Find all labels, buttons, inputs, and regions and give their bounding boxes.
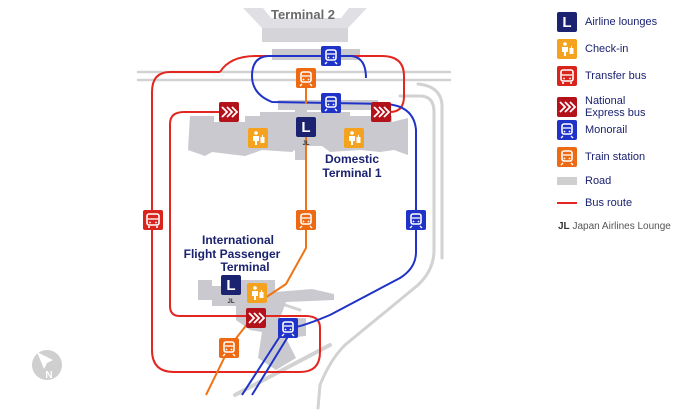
roads xyxy=(136,70,452,410)
legend-item-transfer-bus: Transfer bus xyxy=(556,66,646,86)
bus-routes xyxy=(151,55,405,373)
monorail-icon xyxy=(406,210,426,230)
legend-label: Check-in xyxy=(585,43,629,55)
compass-label: N xyxy=(45,370,52,381)
svg-text:L: L xyxy=(562,14,571,31)
legend-note-code: JL xyxy=(558,221,570,232)
national-express-bus-icon xyxy=(246,308,266,328)
express-bus-icon xyxy=(557,97,577,117)
check-in-icon xyxy=(344,128,364,148)
legend-label: Airline lounges xyxy=(585,16,658,28)
legend-note: JL Japan Airlines Lounge xyxy=(558,221,686,232)
legend-item-monorail: Monorail xyxy=(556,120,627,140)
legend-item-road: Road xyxy=(556,171,611,191)
legend-note-text: Japan Airlines Lounge xyxy=(572,221,671,232)
lounge-icon: L xyxy=(557,12,577,32)
legend-label: Bus route xyxy=(585,197,633,209)
terminal-2-building xyxy=(243,8,367,60)
train-station-icon xyxy=(296,68,316,88)
jl-lounge-code: JL xyxy=(302,141,309,147)
monorail-icon xyxy=(557,120,577,140)
national-express-bus-icon xyxy=(219,102,239,122)
terminal-2-label: Terminal 2 xyxy=(271,7,335,22)
international-terminal-label-line1: International xyxy=(202,233,274,247)
legend-label: Road xyxy=(585,175,612,187)
svg-text:L: L xyxy=(226,277,235,294)
international-terminal-label-line3: Terminal xyxy=(220,260,269,274)
train-station-icon xyxy=(219,338,239,358)
legend-item-check-in: Check-in xyxy=(556,39,628,59)
legend-label: Transfer bus xyxy=(585,70,647,82)
airline-lounge-icon: L xyxy=(296,117,316,137)
train-station-icon xyxy=(557,147,577,167)
legend-item-bus-route: Bus route xyxy=(556,193,632,213)
legend-item-train-station: Train station xyxy=(556,147,645,167)
domestic-terminal-label-line2: Terminal 1 xyxy=(322,166,381,180)
monorail-icon xyxy=(321,46,341,66)
check-in-icon xyxy=(248,128,268,148)
monorail-line xyxy=(241,55,417,396)
bus-route-swatch xyxy=(557,202,577,204)
check-in-icon xyxy=(247,283,267,303)
svg-text:L: L xyxy=(301,119,310,136)
check-in-icon xyxy=(557,39,577,59)
legend-label: National Express bus xyxy=(585,95,646,119)
road-swatch xyxy=(557,177,577,185)
domestic-terminal-label-line1: Domestic xyxy=(325,152,379,166)
bus-icon xyxy=(557,66,577,86)
transfer-bus-icon xyxy=(143,210,163,230)
compass-icon: N xyxy=(32,350,62,381)
legend-label: Monorail xyxy=(585,124,628,136)
train-station-icon xyxy=(296,210,316,230)
legend-item-airline-lounges: L Airline lounges xyxy=(556,12,657,32)
national-express-bus-icon xyxy=(371,102,391,122)
legend-label: Train station xyxy=(585,151,646,163)
monorail-icon xyxy=(321,93,341,113)
legend-item-national-express-bus: National Express bus xyxy=(556,94,665,120)
international-terminal-label-line2: Flight Passenger xyxy=(184,247,281,261)
airline-lounge-icon: L xyxy=(221,275,241,295)
monorail-icon xyxy=(278,318,298,338)
jl-lounge-code: JL xyxy=(227,299,234,305)
